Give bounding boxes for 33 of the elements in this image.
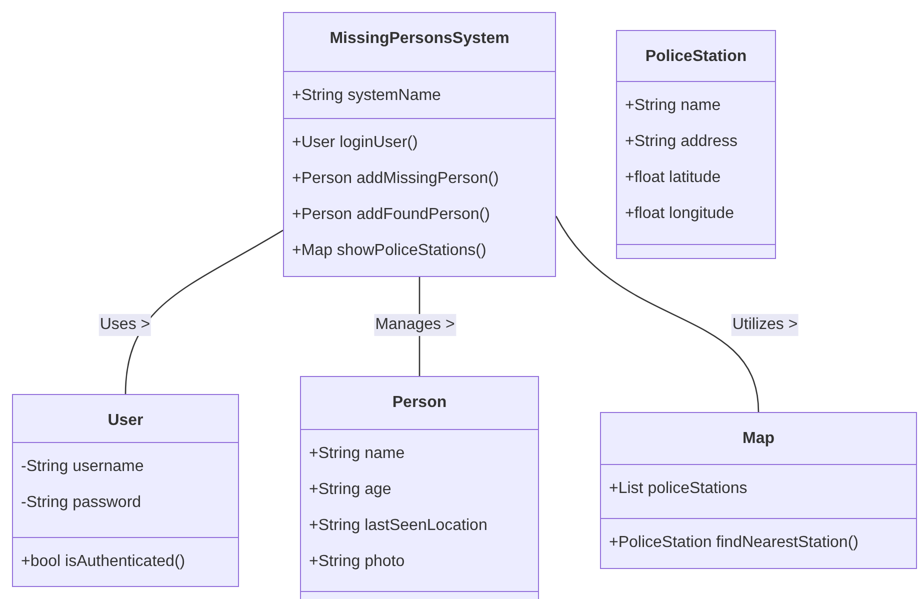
attribute-text: +float latitude bbox=[625, 168, 721, 188]
edge-label: Manages > bbox=[374, 314, 456, 336]
attribute-text: -String username bbox=[21, 457, 144, 477]
attribute-text: +String systemName bbox=[292, 86, 441, 106]
method-text: +Person addMissingPerson() bbox=[292, 169, 499, 189]
attribute-text: +List policeStations bbox=[609, 479, 748, 499]
edge-label: Utilizes > bbox=[731, 314, 799, 336]
class-name: MissingPersonsSystem bbox=[328, 29, 510, 49]
edge-label: Uses > bbox=[98, 314, 152, 336]
class-name: Person bbox=[391, 393, 448, 413]
association-line bbox=[124, 230, 284, 394]
association-line bbox=[555, 216, 760, 412]
attribute-text: +String age bbox=[309, 480, 392, 500]
class-box bbox=[600, 412, 917, 569]
attribute-text: +String photo bbox=[309, 552, 405, 572]
class-box bbox=[300, 376, 539, 599]
attribute-text: +String lastSeenLocation bbox=[309, 516, 488, 536]
class-name: Map bbox=[742, 429, 776, 449]
class-name: User bbox=[106, 411, 144, 431]
method-text: +bool isAuthenticated() bbox=[21, 552, 186, 572]
method-text: +PoliceStation findNearestStation() bbox=[609, 533, 858, 553]
attribute-text: +String name bbox=[309, 444, 405, 464]
class-box bbox=[12, 394, 239, 587]
method-text: +Person addFoundPerson() bbox=[292, 205, 490, 225]
class-box bbox=[616, 30, 776, 259]
class-box bbox=[283, 12, 556, 277]
method-text: +User loginUser() bbox=[292, 133, 418, 153]
attribute-text: -String password bbox=[21, 493, 142, 513]
method-text: +Map showPoliceStations() bbox=[292, 241, 486, 261]
attribute-text: +String address bbox=[625, 132, 738, 152]
attribute-text: +String name bbox=[625, 96, 721, 116]
class-name: PoliceStation bbox=[644, 47, 748, 67]
attribute-text: +float longitude bbox=[625, 204, 734, 224]
